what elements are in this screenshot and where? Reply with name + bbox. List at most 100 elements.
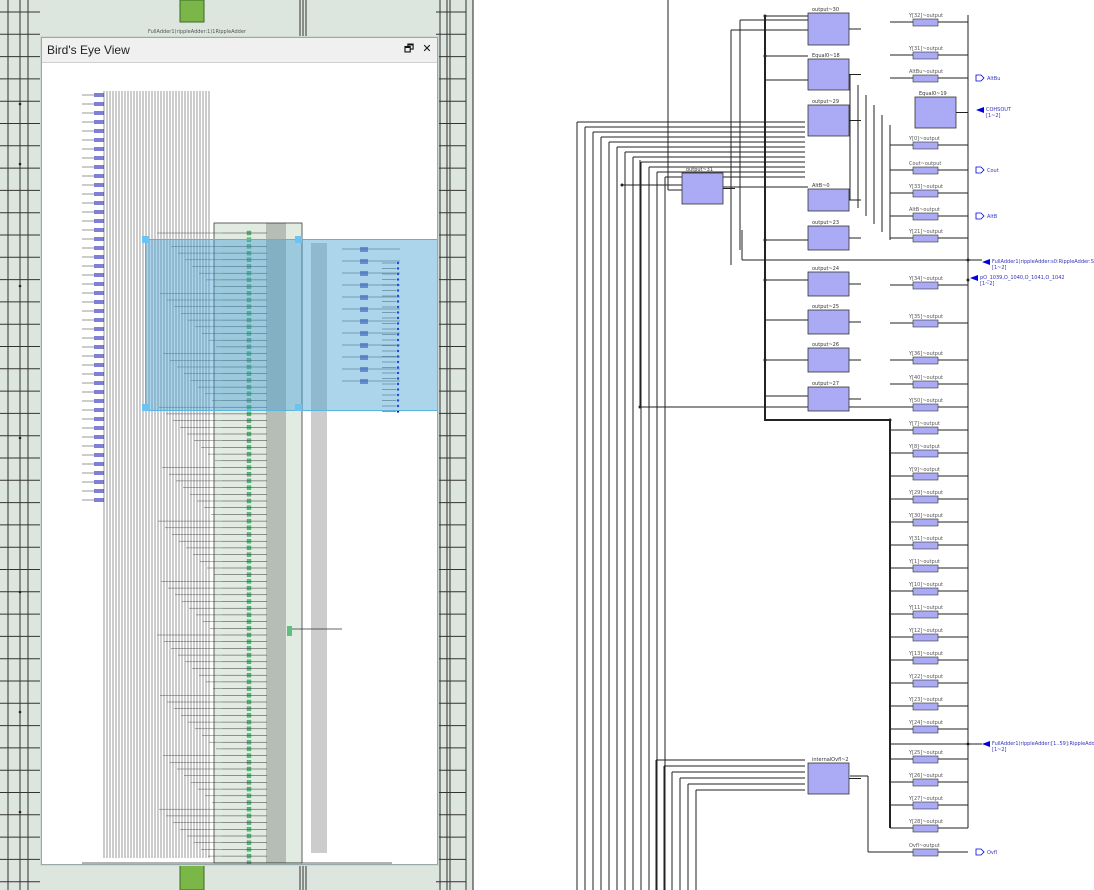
thumb-cell	[246, 860, 252, 864]
thumb-port	[396, 272, 400, 276]
restore-icon[interactable]: 🗗	[403, 42, 415, 55]
output-buffer	[912, 449, 939, 458]
thumb-input	[94, 300, 104, 304]
thumb-input	[94, 282, 104, 286]
viewport-handle-bottom-mid[interactable]	[295, 404, 302, 411]
thumb-input	[94, 363, 104, 367]
output-label: Y[32]~output	[908, 13, 943, 19]
junction-dot	[18, 710, 22, 714]
output-label: Y[0]~output	[908, 136, 940, 142]
junction-dot	[763, 278, 767, 282]
output-port-bus: [1~2]	[986, 113, 1001, 119]
output-buffer	[912, 426, 939, 435]
output-buffer	[912, 801, 939, 810]
thumb-block	[360, 247, 368, 252]
block-label: output~29	[812, 99, 839, 105]
viewport-rectangle[interactable]	[142, 236, 437, 411]
thumb-input	[94, 210, 104, 214]
output-port-pin	[975, 212, 985, 220]
thumb-port	[396, 377, 400, 380]
thumb-input	[94, 165, 104, 169]
thumb-block	[360, 259, 368, 264]
output-buffer	[912, 166, 939, 175]
output-port-label: Ovfl	[987, 850, 997, 856]
window-title: Bird's Eye View	[47, 43, 130, 57]
output-label: Y[12]~output	[908, 628, 943, 634]
output-buffer	[912, 212, 939, 221]
output-label: Y[27]~output	[908, 796, 943, 802]
logic-block	[807, 309, 850, 335]
output-buffer	[912, 679, 939, 688]
junction-dot	[620, 183, 624, 187]
thumb-input	[94, 273, 104, 277]
birds-eye-view-canvas[interactable]	[42, 63, 437, 864]
thumb-input	[94, 417, 104, 421]
birds-eye-view-window[interactable]: Bird's Eye View 🗗 ✕	[41, 37, 438, 865]
schematic-ports: AltBuCOHSOUT[1~2]CoutAltBFullAdder1(ripp…	[970, 74, 1094, 856]
viewport-handle-bottom-left[interactable]	[142, 404, 149, 411]
thumb-input	[94, 318, 104, 322]
junction-dot	[966, 258, 970, 262]
output-label: Y[21]~output	[908, 229, 943, 235]
junction-dot	[18, 284, 22, 288]
thumb-port	[396, 294, 400, 298]
thumb-port	[396, 393, 400, 397]
block-label: output~25	[812, 304, 839, 310]
thumb-port	[396, 333, 400, 336]
junction-dot	[18, 436, 22, 440]
output-label: Y[36]~output	[908, 351, 943, 357]
logic-block	[807, 386, 850, 412]
output-buffer	[912, 725, 939, 734]
logic-block	[807, 12, 850, 46]
thumb-input	[94, 381, 104, 385]
logic-block	[807, 188, 850, 212]
logic-block	[807, 58, 850, 91]
output-buffer	[912, 656, 939, 665]
thumb-input	[94, 255, 104, 259]
thumb-port	[396, 371, 400, 375]
thumb-input	[94, 399, 104, 403]
close-icon[interactable]: ✕	[422, 42, 432, 55]
thumb-input	[94, 354, 104, 358]
output-label: Y[24]~output	[908, 720, 943, 726]
thumb-block	[360, 379, 368, 384]
output-label: Y[31]~output	[908, 536, 943, 542]
viewport-handle-top-mid[interactable]	[295, 236, 302, 243]
viewport-handle-top-left[interactable]	[142, 236, 149, 243]
output-label: Y[22]~output	[908, 674, 943, 680]
output-port-label: AltBu	[987, 76, 1000, 82]
junction-dot	[966, 742, 970, 746]
thumb-input	[94, 453, 104, 457]
thumb-port	[396, 316, 400, 320]
output-port-pin	[975, 74, 985, 82]
thumb-input	[94, 435, 104, 439]
output-label: Y[29]~output	[908, 490, 943, 496]
block-label: AltB~0	[812, 183, 830, 189]
output-buffer	[912, 495, 939, 504]
thumb-input	[94, 372, 104, 376]
output-buffer	[912, 778, 939, 787]
thumb-port	[396, 278, 400, 281]
thumb-input	[94, 147, 104, 151]
output-label: Cout~output	[909, 161, 941, 167]
thumb-block	[360, 355, 368, 360]
output-port-label: COHSOUT	[986, 107, 1012, 113]
thumb-port	[396, 382, 400, 386]
thumb-input	[94, 102, 104, 106]
thumb-input	[94, 291, 104, 295]
output-buffer	[912, 18, 939, 27]
thumb-port	[396, 366, 400, 369]
thumb-input	[94, 228, 104, 232]
logic-block	[807, 347, 850, 373]
schematic-wires	[576, 0, 982, 890]
block-label: Equal0~18	[812, 53, 840, 59]
birds-eye-view-titlebar[interactable]: Bird's Eye View 🗗 ✕	[42, 38, 437, 63]
thumb-input	[94, 462, 104, 466]
output-buffer	[912, 587, 939, 596]
output-buffer	[912, 380, 939, 389]
thumb-block	[360, 307, 368, 312]
output-label: Y[1]~output	[908, 559, 940, 565]
thumb-port	[396, 360, 400, 364]
output-buffer	[912, 403, 939, 412]
output-label: Y[35]~output	[908, 314, 943, 320]
